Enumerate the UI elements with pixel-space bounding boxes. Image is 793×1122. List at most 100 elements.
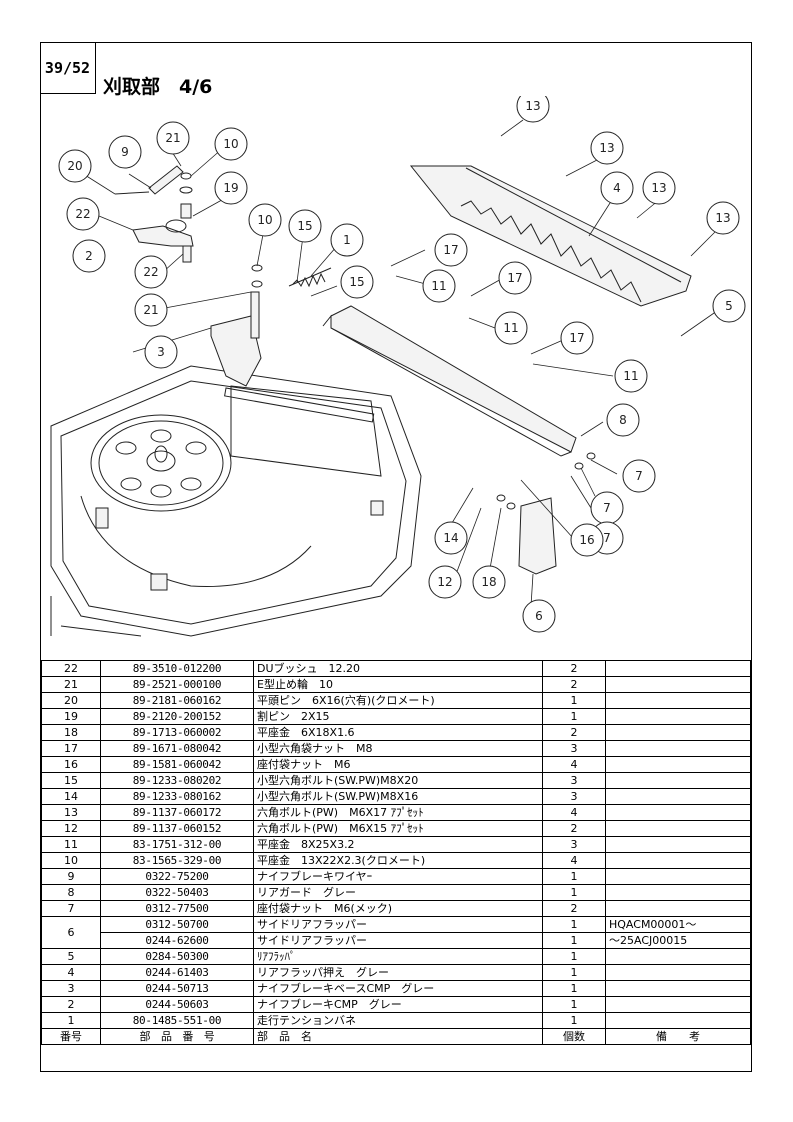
callout-13: 13 [706,201,740,235]
callout-10: 10 [248,203,282,237]
row-quantity: 2 [542,820,606,837]
callout-1: 1 [330,223,364,257]
row-quantity: 3 [542,788,606,805]
row-quantity: 3 [542,836,606,853]
row-part-number: 89-1137-060152 [100,820,254,837]
row-part-number: 0244-62600 [100,932,254,949]
callout-17: 17 [560,321,594,355]
row-part-number: 0312-50700 [100,916,254,933]
row-number: 9 [41,868,101,885]
row-part-number: 0322-50403 [100,884,254,901]
row-part-name: DUブッシュ 12.20 [253,660,543,677]
callout-label: 11 [623,369,638,383]
header-part-number: 部 品 番 号 [100,1028,254,1045]
knife-brake-assembly [114,165,332,387]
row-part-number: 0244-50603 [100,996,254,1013]
row-part-name: 平座金 6X18X1.6 [253,724,543,741]
row-part-name: 割ピン 2X15 [253,708,543,725]
callout-label: 7 [603,501,611,515]
row-part-name: サイドリアフラッパー [253,916,543,933]
callout-label: 21 [143,303,158,317]
row-remarks [605,756,751,773]
callout-label: 10 [257,213,272,227]
row-number: 7 [41,900,101,917]
row-part-number: 0284-50300 [100,948,254,965]
row-number: 18 [41,724,101,741]
row-remarks [605,820,751,837]
callout-11: 11 [422,269,456,303]
row-part-name: 平座金 13X22X2.3(クロメート) [253,852,543,869]
header-number: 番号 [41,1028,101,1045]
row-part-name: リアフラッパ押え グレー [253,964,543,981]
row-remarks [605,964,751,981]
row-number: 13 [41,804,101,821]
row-part-number: 0244-61403 [100,964,254,981]
callout-label: 20 [67,159,82,173]
row-remarks [605,948,751,965]
callout-label: 16 [579,533,594,547]
callout-17: 17 [498,261,532,295]
callout-7: 7 [590,491,624,525]
row-quantity: 1 [542,996,606,1013]
header-remarks: 備 考 [605,1028,751,1045]
mower-deck-drawing [50,365,422,637]
row-part-number: 89-2521-000100 [100,676,254,693]
row-part-number: 89-2120-200152 [100,708,254,725]
callout-17: 17 [434,233,468,267]
row-quantity: 2 [542,900,606,917]
row-quantity: 4 [542,852,606,869]
callout-22: 22 [66,197,100,231]
row-number: 12 [41,820,101,837]
callout-label: 13 [525,99,540,113]
row-part-name: 座付袋ナット M6(メック) [253,900,543,917]
callout-10: 10 [214,127,248,161]
row-number: 14 [41,788,101,805]
row-remarks [605,692,751,709]
row-quantity: 1 [542,692,606,709]
row-quantity: 1 [542,1012,606,1029]
row-remarks [605,660,751,677]
callout-11: 11 [614,359,648,393]
row-remarks [605,996,751,1013]
row-part-number: 83-1751-312-00 [100,836,254,853]
row-quantity: 1 [542,980,606,997]
row-part-name: ナイフブレーキベースCMP グレー [253,980,543,997]
row-part-number: 89-1581-060042 [100,756,254,773]
row-remarks [605,868,751,885]
callout-label: 14 [443,531,458,545]
row-part-name: ナイフブレーキCMP グレー [253,996,543,1013]
row-quantity: 3 [542,740,606,757]
row-remarks [605,772,751,789]
row-number: 15 [41,772,101,789]
row-part-number: 0312-77500 [100,900,254,917]
page-number: 39/52 [40,42,96,94]
row-quantity: 2 [542,676,606,693]
row-remarks [605,724,751,741]
callout-5: 5 [712,289,746,323]
row-number: 2 [41,996,101,1013]
header-quantity: 個数 [542,1028,606,1045]
callout-13: 13 [516,96,550,123]
row-part-number: 83-1565-329-00 [100,852,254,869]
callout-label: 13 [599,141,614,155]
callout-label: 19 [223,181,238,195]
rear-guard-and-flapper [322,165,692,575]
row-part-name: 平頭ピン 6X16(穴有)(クロメート) [253,692,543,709]
row-number: 4 [41,964,101,981]
row-part-name: サイドリアフラッパー [253,932,543,949]
row-number: 17 [41,740,101,757]
row-part-name: E型止め輪 10 [253,676,543,693]
row-quantity: 1 [542,868,606,885]
